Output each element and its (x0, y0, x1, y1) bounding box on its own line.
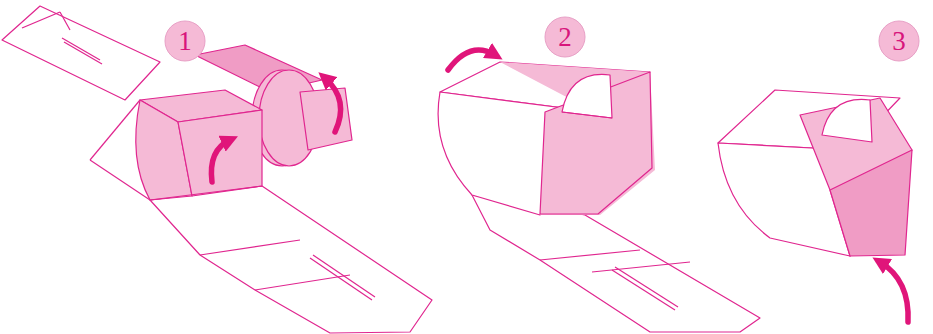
step-number: 3 (892, 28, 906, 55)
step-two-box (438, 62, 760, 332)
step-one-sheet (2, 6, 432, 333)
step-number-circle: 1 (164, 20, 206, 62)
step-number: 1 (178, 28, 192, 55)
step-three-box (718, 90, 912, 256)
step-number: 2 (558, 24, 572, 51)
fold-arrows (211, 50, 908, 322)
step-one-box (136, 45, 352, 200)
step-number-circle: 2 (544, 16, 586, 58)
step-number-circle: 3 (878, 20, 920, 62)
